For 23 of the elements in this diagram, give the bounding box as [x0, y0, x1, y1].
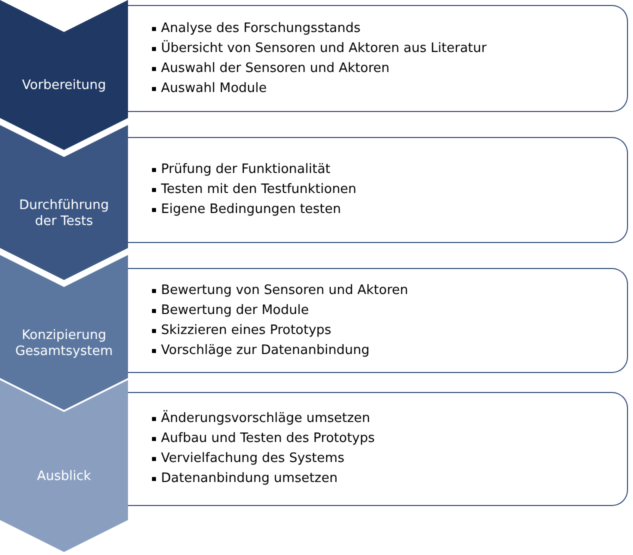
- bullet-item: Auswahl der Sensoren und Aktoren: [152, 60, 627, 78]
- bullet-item: Auswahl Module: [152, 80, 627, 98]
- bullet-item: Übersicht von Sensoren und Aktoren aus Literatur: [152, 40, 627, 58]
- bullet-item: Vervielfachung des Systems: [152, 450, 627, 468]
- stage-label: Durchführung der Tests: [18, 198, 110, 230]
- content-panel: [128, 392, 628, 506]
- stage-label: Konzipierung Gesamtsystem: [14, 328, 114, 360]
- stage-label: Vorbereitung: [21, 78, 107, 94]
- bullet-item: Eigene Bedingungen testen: [152, 201, 627, 219]
- bullet-item: Datenanbindung umsetzen: [152, 470, 627, 488]
- bullet-item: Testen mit den Testfunktionen: [152, 181, 627, 199]
- content-panel: [128, 5, 628, 112]
- bullet-item: Änderungsvorschläge umsetzen: [152, 410, 627, 428]
- bullet-item: Aufbau und Testen des Prototyps: [152, 430, 627, 448]
- stage-label: Ausblick: [36, 469, 92, 485]
- content-panel: [128, 137, 628, 243]
- bullet-item: Bewertung der Module: [152, 302, 627, 320]
- bullet-item: Skizzieren eines Prototyps: [152, 322, 627, 340]
- bullet-item: Vorschläge zur Datenanbindung: [152, 342, 627, 360]
- bullet-item: Prüfung der Funktionalität: [152, 161, 627, 179]
- content-panel: [128, 268, 628, 373]
- bullet-item: Analyse des Forschungsstands: [152, 20, 627, 38]
- bullet-item: Bewertung von Sensoren und Aktoren: [152, 282, 627, 300]
